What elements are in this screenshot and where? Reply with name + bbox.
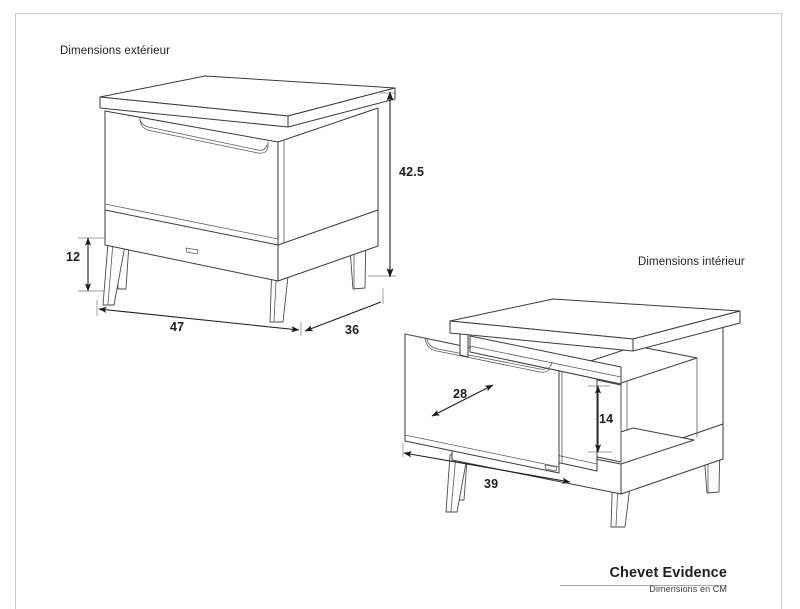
titleblock-rule [560, 585, 727, 586]
dimension-label-drawerwidth: 39 [484, 477, 499, 491]
dimension-label-drawerheight: 14 [599, 412, 614, 426]
dimension-label-height: 42.5 [399, 165, 425, 179]
dimension-label-width: 47 [170, 320, 185, 334]
interior-view-title: Dimensions intérieur [638, 256, 745, 268]
titleblock-units-note: Dimensions en CM [649, 584, 727, 594]
dimension-label-depth: 36 [345, 323, 360, 337]
exterior-view-title: Dimensions extérieur [60, 45, 171, 57]
dimension-label-legheight: 12 [66, 250, 81, 264]
dimension-label-drawerdepth: 28 [453, 387, 468, 401]
page-border [15, 13, 782, 609]
titleblock-product-name: Chevet Evidence [609, 565, 727, 581]
